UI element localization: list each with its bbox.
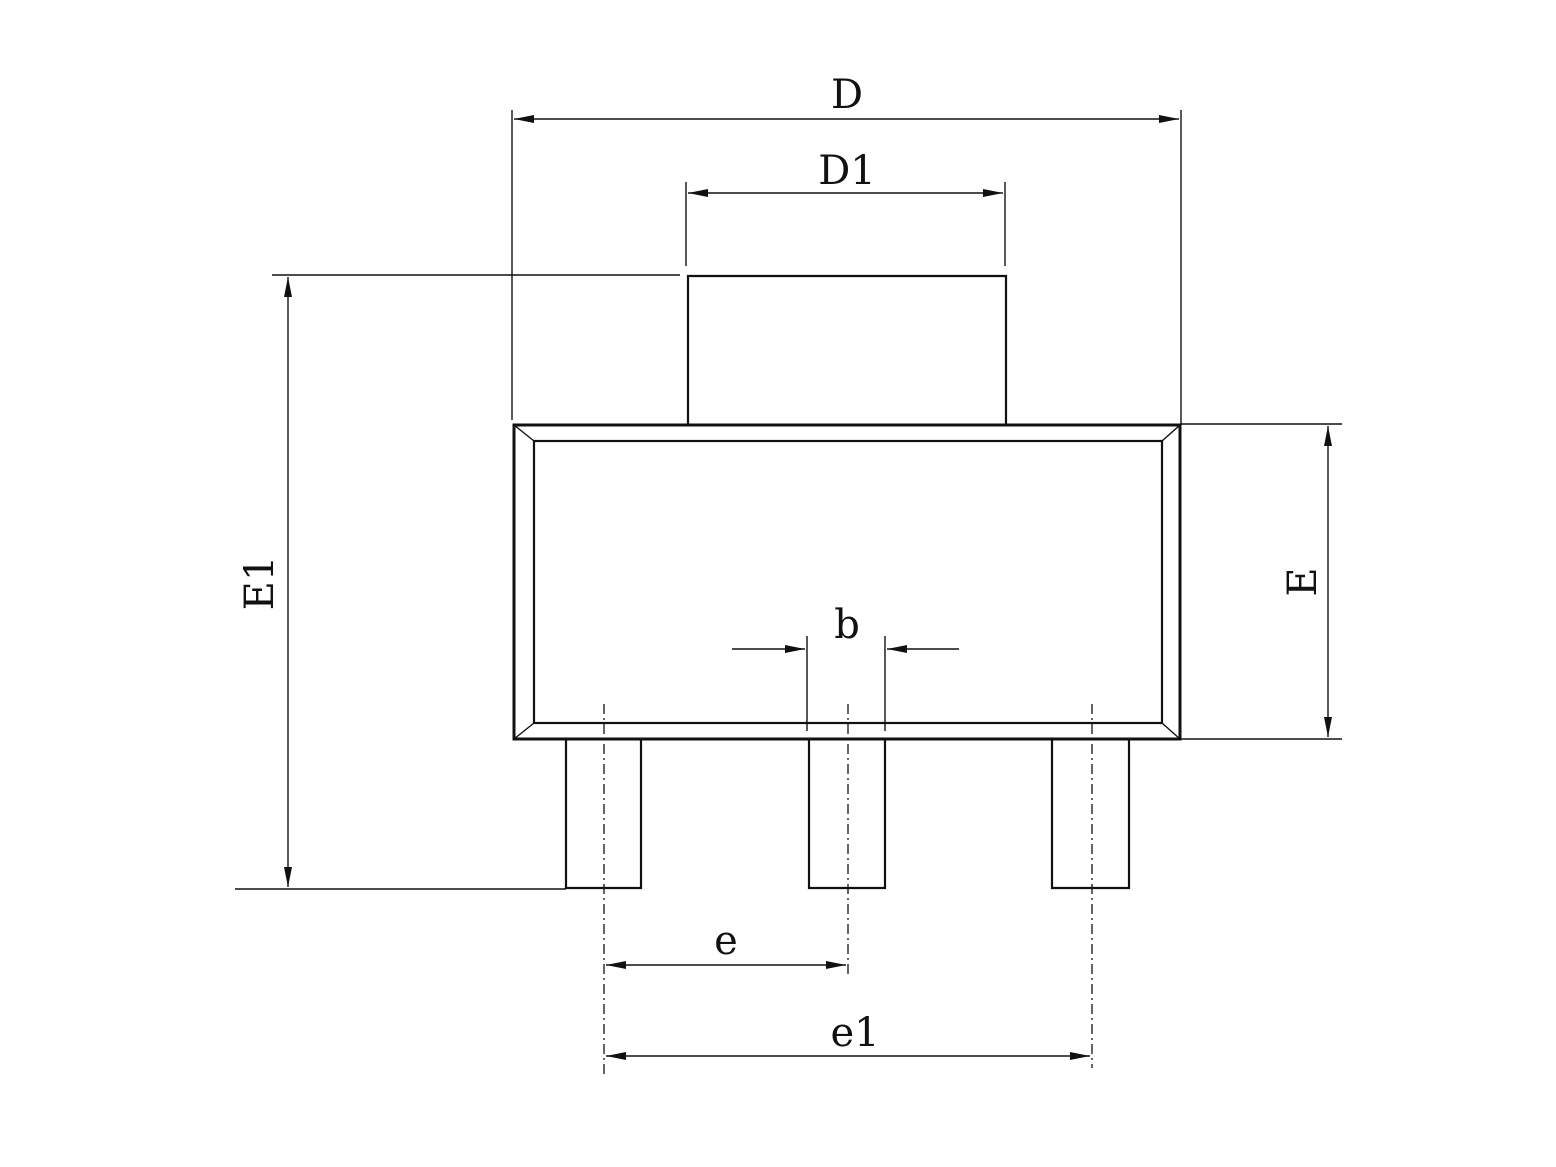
label-E1: E1 xyxy=(237,556,283,611)
lead-right xyxy=(1050,739,1131,890)
label-E: E xyxy=(1280,567,1326,596)
label-e: e xyxy=(714,918,738,964)
label-D1: D1 xyxy=(818,148,876,194)
dimension-b xyxy=(732,636,959,731)
dimension-D xyxy=(511,110,1182,425)
package-body xyxy=(512,423,1182,741)
package-tab xyxy=(686,274,1008,425)
dimension-E1 xyxy=(235,274,680,890)
lead-centerlines xyxy=(603,704,1093,1076)
dimension-E xyxy=(1180,423,1342,740)
label-e1: e1 xyxy=(830,1010,879,1056)
lead-center xyxy=(807,739,887,890)
label-b: b xyxy=(834,602,860,648)
label-D: D xyxy=(831,72,863,118)
dimension-D1 xyxy=(685,182,1006,266)
